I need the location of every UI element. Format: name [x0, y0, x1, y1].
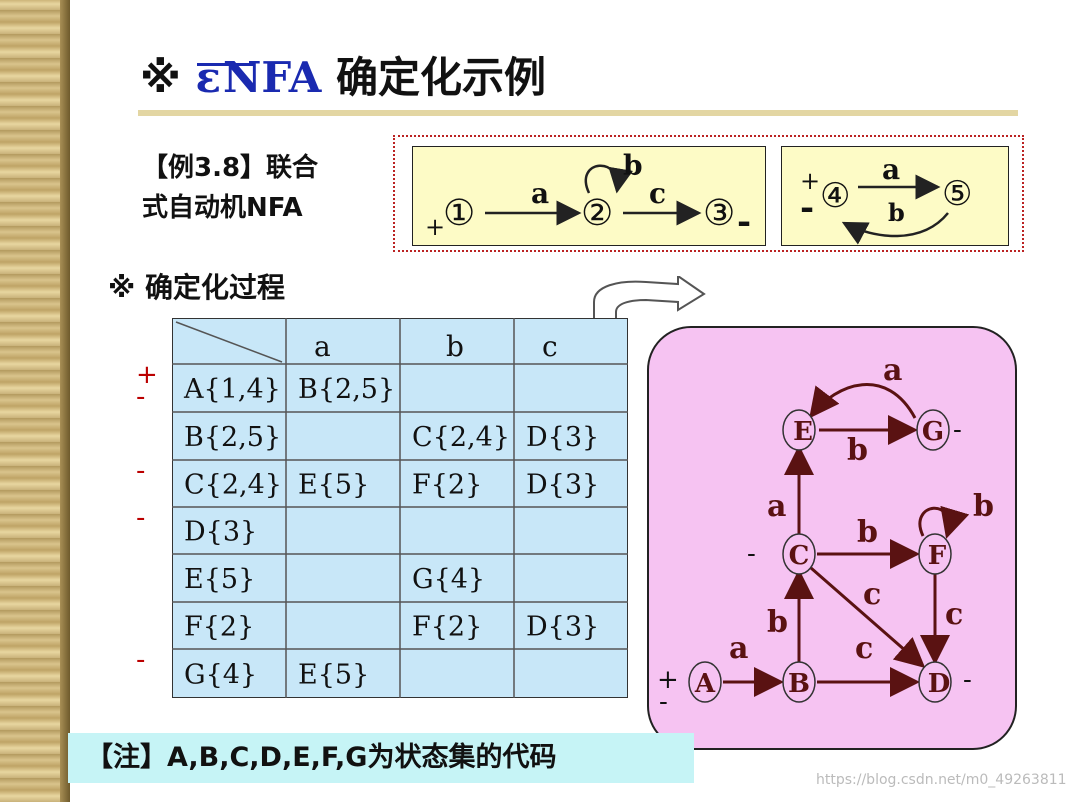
example-line-1: 【例3.8】联合 [142, 153, 319, 183]
dfa-label-CD: c [863, 577, 881, 612]
title-nfa: NFA [223, 53, 322, 102]
dfa-node-D-circle [918, 661, 952, 703]
dfa-node-G-circle [916, 409, 950, 451]
nfa1-label-a: a [531, 177, 549, 210]
table-header-b: b [446, 330, 464, 363]
dfa-label-EG: b [847, 433, 868, 468]
title-epsilon: ε [195, 53, 222, 102]
table-cell-a: E{5} [298, 660, 369, 691]
table-header-c: c [542, 330, 558, 363]
row-mark: - [136, 456, 146, 486]
table-cell-b: F{2} [412, 612, 482, 643]
dfa-label-GE: a [883, 353, 902, 388]
dfa-node-B-circle [782, 661, 816, 703]
nfa1-final-mark: - [737, 202, 751, 242]
title-marker: ※ [140, 53, 181, 102]
nfa1-start-mark: + [425, 213, 445, 241]
table-cell-state: A{1,4} [183, 374, 281, 405]
row-mark: - [136, 503, 146, 533]
nfa1-label-b: b [623, 149, 643, 182]
nfa2-state-4: ④ [820, 176, 850, 216]
dfa-node-A-circle [688, 661, 722, 703]
row-mark: + [136, 360, 158, 390]
dfa-mark-A-minus: - [659, 687, 668, 717]
dfa-mark-A-plus: + [657, 665, 679, 695]
title-divider [138, 110, 1018, 116]
table-cell-b: C{2,4} [412, 422, 510, 453]
state-table: a b c A{1,4} B{2,5} B{2,5} C{2,4} D{3} C{2,4}… [172, 318, 628, 698]
dfa-node-D: D [928, 669, 951, 699]
table-cell-state: E{5} [184, 564, 255, 595]
binder-strip [0, 0, 70, 802]
dfa-node-A: A [694, 669, 716, 699]
dfa-label-AB: a [729, 631, 748, 666]
nfa2-edge-b [841, 212, 949, 245]
dfa-diagram: A B C D E F G + - - - - a b c a b c b c … [657, 353, 994, 717]
dfa-node-C-circle [782, 533, 816, 575]
nfa1-state-3: ③ [703, 193, 735, 234]
nfa2-start-mark: + [800, 167, 820, 195]
nfa2-label-a: a [882, 153, 900, 186]
dfa-label-FF: b [973, 489, 994, 524]
nfa1-state-1: ① [443, 193, 475, 234]
table-cell-a: B{2,5} [298, 374, 395, 405]
dfa-node-F: F [928, 541, 947, 571]
dfa-node-E-circle [782, 409, 816, 451]
dfa-label-CE: a [767, 489, 786, 524]
table-cell-c: D{3} [526, 612, 599, 643]
dfa-edge-CD [810, 566, 926, 668]
nfa2-final-mark: - [800, 188, 814, 228]
nfa-diagram-1: + ① a ② b c ③ - [412, 146, 766, 246]
nfa2-state-5: ⑤ [942, 174, 972, 214]
example-label: 【例3.8】联合 式自动机NFA [142, 148, 318, 228]
page-title: ※ εNFA 确定化示例 [140, 44, 546, 105]
nfa2-label-b: b [888, 198, 905, 227]
table-cell-state: F{2} [184, 612, 254, 643]
nfa-frame [393, 135, 1024, 252]
row-mark: - [136, 645, 146, 675]
process-title: ※ 确定化过程 [108, 271, 285, 304]
table-cell-c: D{3} [526, 470, 599, 501]
dfa-node-E: E [793, 417, 813, 447]
dfa-node-G: G [922, 417, 944, 447]
dfa-label-FD: c [945, 597, 963, 632]
dfa-mark-D-minus: - [963, 665, 972, 695]
curved-arrow-icon [593, 276, 706, 329]
dfa-mark-G-minus: - [953, 415, 962, 445]
dfa-node-C: C [789, 541, 810, 571]
dfa-mark-C-minus: - [747, 539, 756, 569]
table-cell-c: D{3} [526, 422, 599, 453]
example-line-2: 式自动机NFA [142, 193, 303, 223]
nfa1-state-2: ② [581, 193, 613, 234]
table-cell-b: G{4} [412, 564, 485, 595]
table-cell-state: C{2,4} [184, 470, 282, 501]
nfa1-loop-b [584, 164, 634, 194]
dfa-label-CF: b [857, 515, 878, 550]
title-text: 确定化示例 [335, 53, 546, 102]
table-cell-state: B{2,5} [184, 422, 281, 453]
table-cell-a: E{5} [298, 470, 369, 501]
table-cell-state: D{3} [184, 517, 257, 548]
note-banner: 【注】A,B,C,D,E,F,G为状态集的代码 [68, 733, 694, 783]
watermark: https://blog.csdn.net/m0_49263811 [816, 772, 1067, 788]
row-mark2: - [136, 382, 146, 412]
dfa-label-BC: b [767, 605, 788, 640]
dfa-loop-FF [918, 505, 970, 539]
dfa-label-BD: c [855, 631, 873, 666]
nfa-diagram-2: + - ④ a ⑤ b [781, 146, 1009, 246]
dfa-edge-GE [809, 383, 917, 419]
dfa-node-B: B [788, 669, 810, 699]
nfa1-label-c: c [649, 177, 666, 210]
dfa-node-F-circle [918, 533, 952, 575]
table-header-a: a [314, 330, 331, 363]
table-cell-b: F{2} [412, 470, 482, 501]
table-cell-state: G{4} [184, 660, 257, 691]
